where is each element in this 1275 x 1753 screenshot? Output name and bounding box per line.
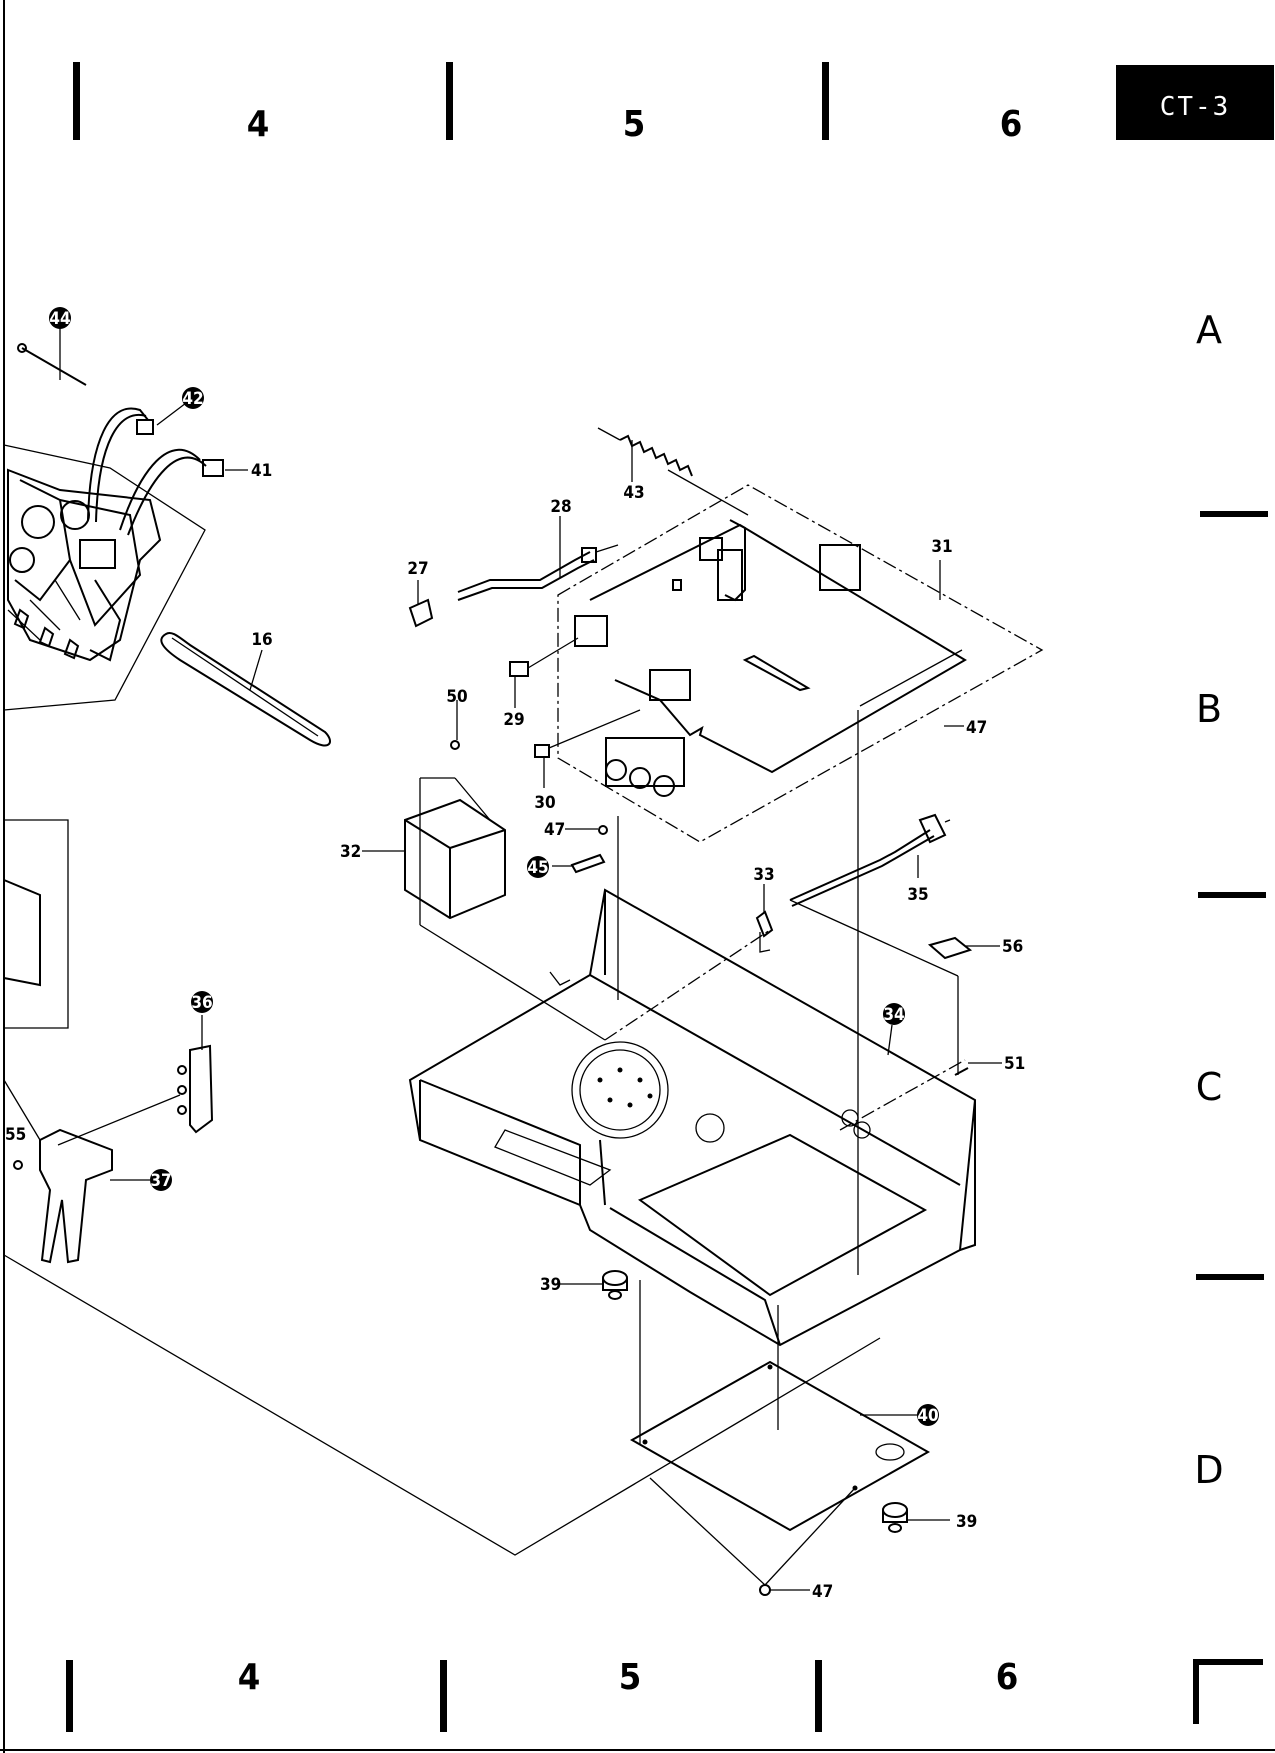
cable-28 [457, 544, 619, 601]
callout-label: 44 [49, 309, 70, 329]
sheet-code-badge: CT-3 [1116, 65, 1274, 140]
clamp-rod-44 [17, 343, 87, 386]
right-zone-ruler: A B C D [1194, 308, 1268, 1492]
zone-column-label: 6 [1000, 104, 1023, 145]
zone-tick-mark [73, 62, 80, 140]
callout-label: 32 [340, 842, 361, 862]
callout-label: 47 [812, 1582, 833, 1602]
foot-56 [927, 936, 973, 960]
bracket-36 [57, 1044, 214, 1146]
zone-column-label: 4 [247, 104, 270, 145]
switch-30 [534, 709, 641, 758]
screw-47-bottom [759, 1584, 771, 1596]
chassis-34 [408, 888, 977, 1347]
bottom-zone-ruler: 4 5 6 [0, 1657, 1275, 1751]
callout-disc [191, 991, 213, 1013]
callout-label: 40 [917, 1406, 938, 1426]
assembly-guide-lines [604, 649, 966, 1586]
callout-disc [527, 856, 549, 878]
row-tick-mark [1200, 511, 1268, 517]
zone-tick-mark [446, 62, 453, 140]
zone-tick-mark [815, 1660, 822, 1732]
connector-41 [202, 459, 224, 477]
callout-disc [49, 307, 71, 329]
leader-lines [59, 328, 1002, 1591]
screw-51 [954, 1067, 969, 1076]
ac-cord-35 [789, 813, 951, 907]
callout-label: 55 [5, 1125, 26, 1145]
zone-tick-mark [66, 1660, 73, 1732]
callout-label: 51 [1004, 1054, 1025, 1074]
zone-column-label: 5 [619, 1657, 642, 1698]
callout-label: 36 [191, 993, 212, 1013]
spring-43 [597, 427, 749, 516]
zone-column-label: 4 [238, 1657, 261, 1698]
assembly-outline [3, 1254, 881, 1556]
zone-row-label: C [1196, 1065, 1223, 1109]
side-panel-fragment [3, 819, 69, 1029]
callout-label: 37 [150, 1171, 171, 1191]
screw-47-mid [598, 825, 608, 835]
zone-column-label: 5 [623, 104, 646, 145]
callout-disc [182, 387, 204, 409]
callout-label: 34 [883, 1005, 904, 1025]
transformer-32 [404, 740, 606, 1041]
zone-row-label: B [1196, 687, 1222, 731]
sheet-code: CT-3 [1160, 92, 1231, 122]
callout-label: 41 [251, 461, 272, 481]
switch-29 [509, 637, 579, 677]
callout-disc [150, 1169, 172, 1191]
row-tick-mark [1196, 1274, 1264, 1280]
bottom-plate-40 [629, 1360, 931, 1532]
callout-label: 16 [251, 630, 272, 650]
callout-label: 47 [544, 820, 565, 840]
callout-label: 27 [407, 559, 428, 579]
callout-label: 39 [540, 1275, 561, 1295]
callout-disc [883, 1003, 905, 1025]
callout-label: 28 [550, 497, 571, 517]
callout-label: 45 [527, 858, 548, 878]
cassette-mechanism [3, 444, 206, 711]
connector-42 [136, 419, 154, 435]
zone-tick-mark [440, 1660, 447, 1732]
callout-label: 47 [966, 718, 987, 738]
corner-crop-mark [1193, 1659, 1263, 1724]
foot-39-mid [602, 1270, 628, 1300]
row-tick-mark [1198, 892, 1266, 898]
foot-39-lower [882, 1502, 908, 1533]
bracket-37 [3, 1079, 113, 1264]
callouts: 44 42 41 16 43 28 27 31 29 30 50 47 47 3… [5, 307, 1025, 1602]
callout-label: 42 [182, 389, 203, 409]
zone-tick-mark [822, 62, 829, 140]
knob-27 [408, 598, 434, 628]
callout-label: 29 [503, 710, 524, 730]
callout-label: 30 [534, 793, 555, 813]
callout-label: 35 [907, 885, 928, 905]
callout-label: 31 [931, 537, 952, 557]
callout-label: 50 [446, 687, 467, 707]
callout-label: 39 [956, 1512, 977, 1532]
screw-45 [570, 853, 606, 874]
drive-belt-16 [160, 632, 331, 747]
zone-row-label: D [1194, 1448, 1223, 1492]
badge-background [1116, 65, 1274, 140]
callout-label: 33 [753, 865, 774, 885]
clip-33 [755, 910, 774, 953]
top-zone-ruler: 4 5 6 [73, 62, 1022, 145]
zone-row-label: A [1196, 308, 1222, 352]
callout-label: 43 [623, 483, 644, 503]
callout-label: 56 [1002, 937, 1023, 957]
wire-harness [87, 407, 224, 536]
zone-column-label: 6 [996, 1657, 1019, 1698]
callout-disc [917, 1404, 939, 1426]
pcb-31 [557, 484, 1044, 843]
